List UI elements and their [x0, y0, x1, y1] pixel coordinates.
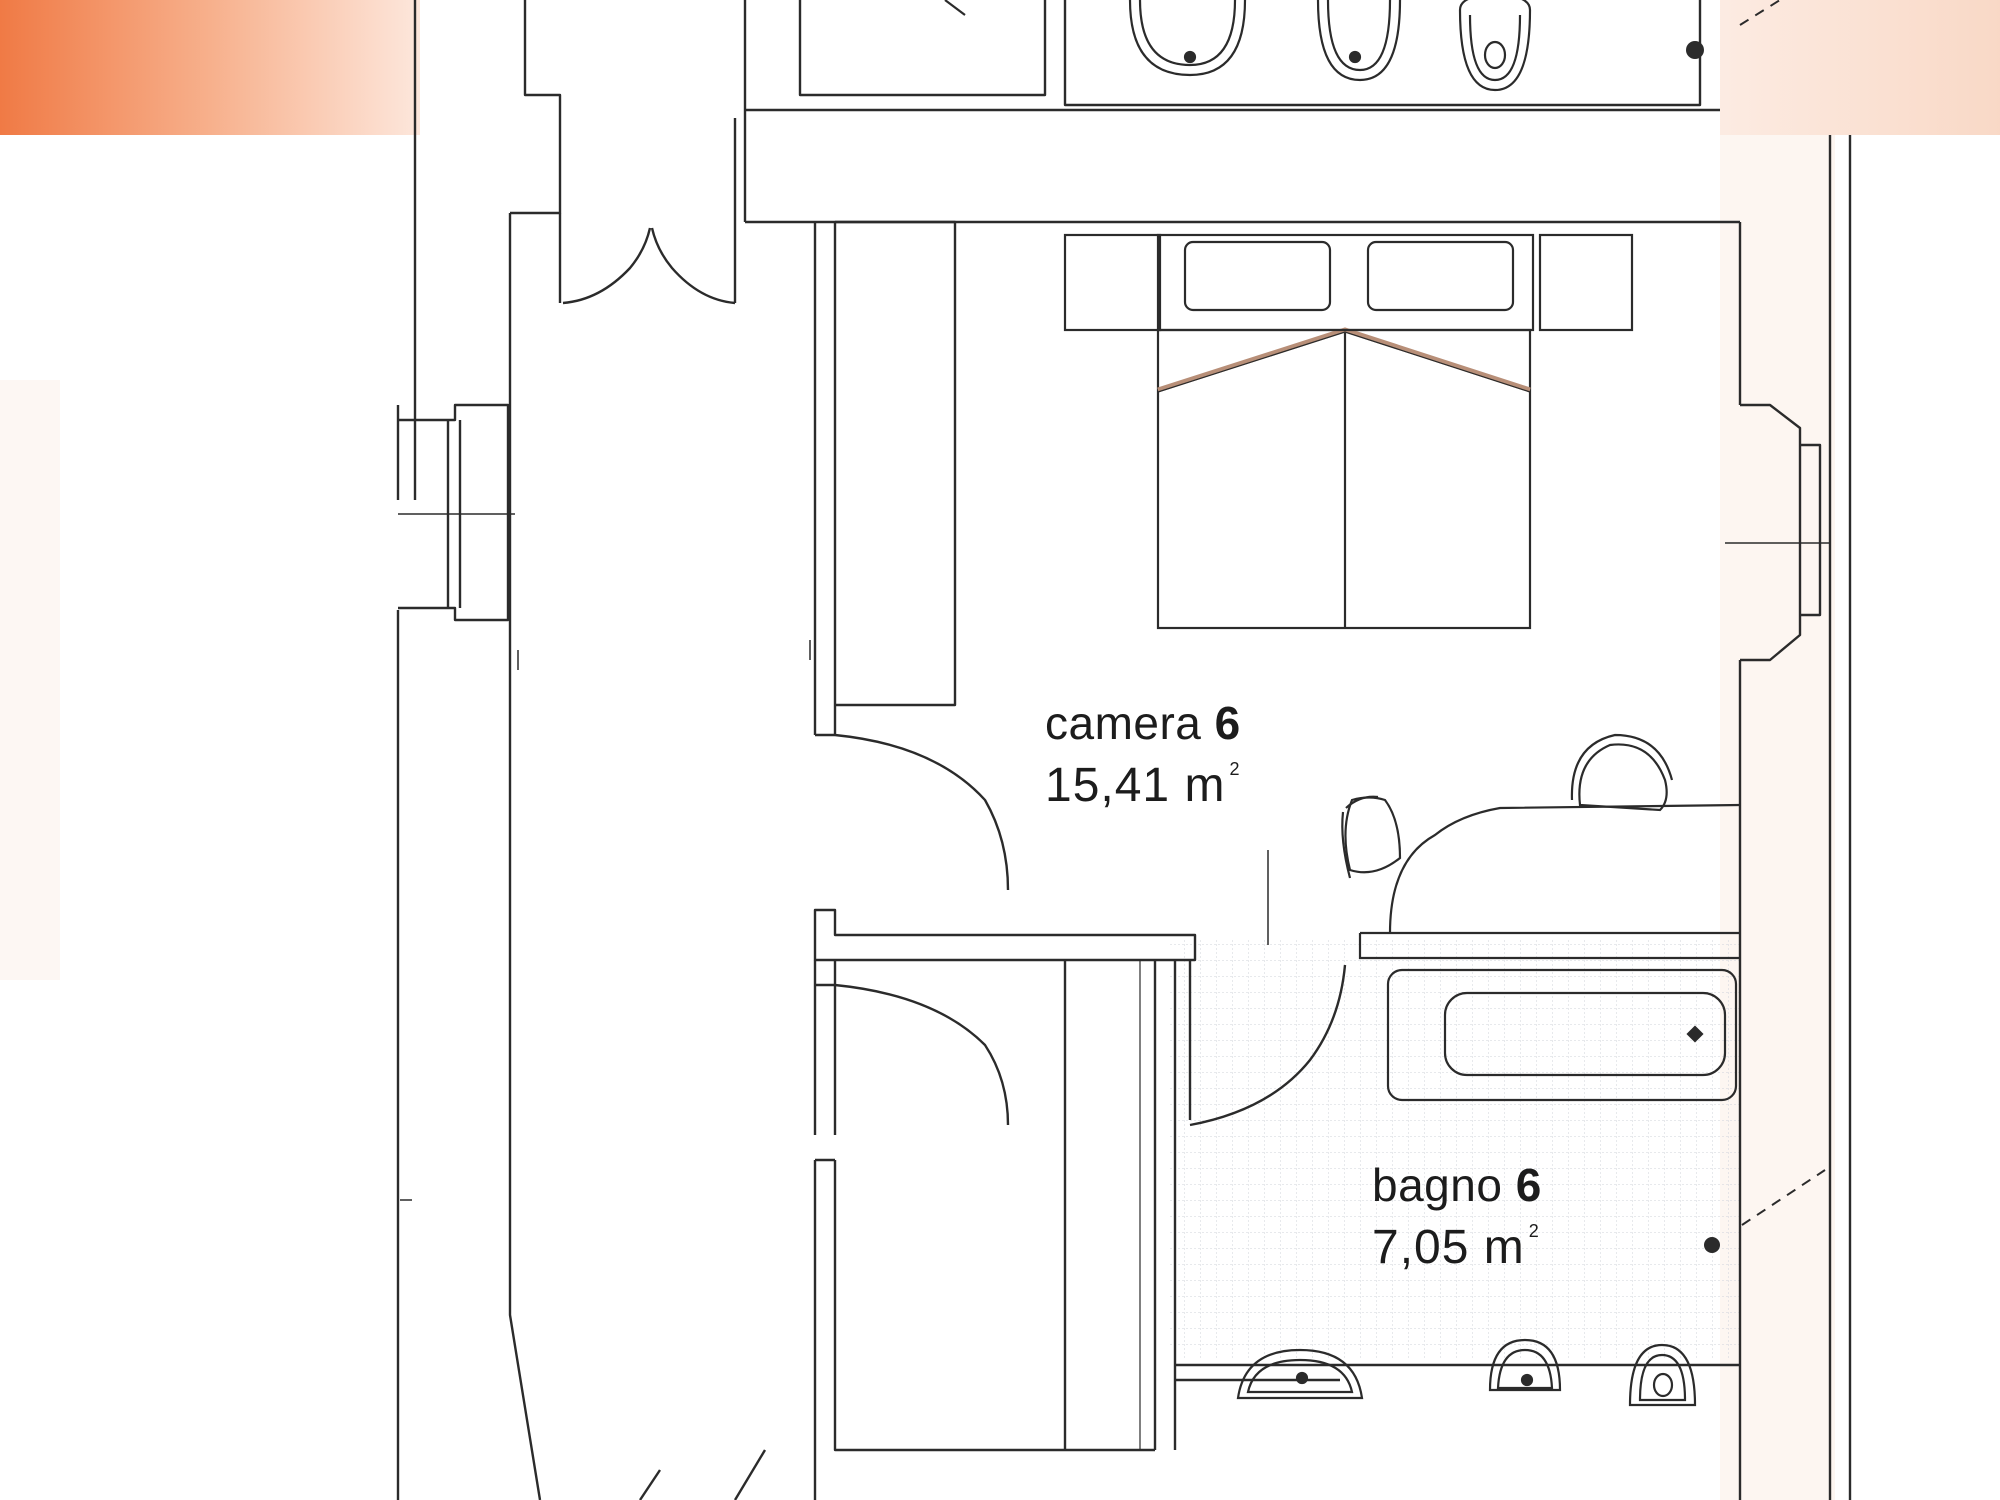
floor-drain-icon [1704, 1237, 1720, 1253]
bathroom-fixtures [1236, 1237, 1720, 1407]
room-area-value: 15,41 [1045, 759, 1171, 812]
bidet [1488, 1338, 1562, 1392]
room-number: 6 [1214, 697, 1241, 749]
pillow-right [1366, 240, 1515, 312]
toilet [1628, 1343, 1697, 1407]
upper-bathroom-fixtures [944, 0, 1704, 92]
room-name-text: camera [1045, 697, 1202, 749]
room-number: 6 [1515, 1159, 1542, 1211]
room-name: bagno 6 [1372, 1162, 1542, 1208]
room-name-text: bagno [1372, 1159, 1503, 1211]
room-area-value: 7,05 [1372, 1221, 1470, 1274]
room-area-exponent: 2 [1528, 1221, 1540, 1241]
room-area-unit: m [1483, 1221, 1525, 1274]
bathroom-tile-floor [1170, 940, 1740, 1360]
bathtub [1386, 968, 1738, 1102]
leader-lines [1739, 0, 1826, 1226]
tub-drain-icon [1686, 1025, 1704, 1043]
washbasin [1236, 1348, 1364, 1400]
room-name: camera 6 [1045, 700, 1241, 746]
double-bed [1063, 233, 1634, 630]
chair-right [1570, 733, 1674, 812]
pillow-left [1183, 240, 1332, 312]
room-area-exponent: 2 [1229, 759, 1241, 779]
chair-left [1341, 795, 1402, 879]
tick-marks [400, 640, 1269, 1201]
room-area-unit: m [1184, 759, 1226, 812]
desk-and-chairs [1341, 733, 1741, 960]
